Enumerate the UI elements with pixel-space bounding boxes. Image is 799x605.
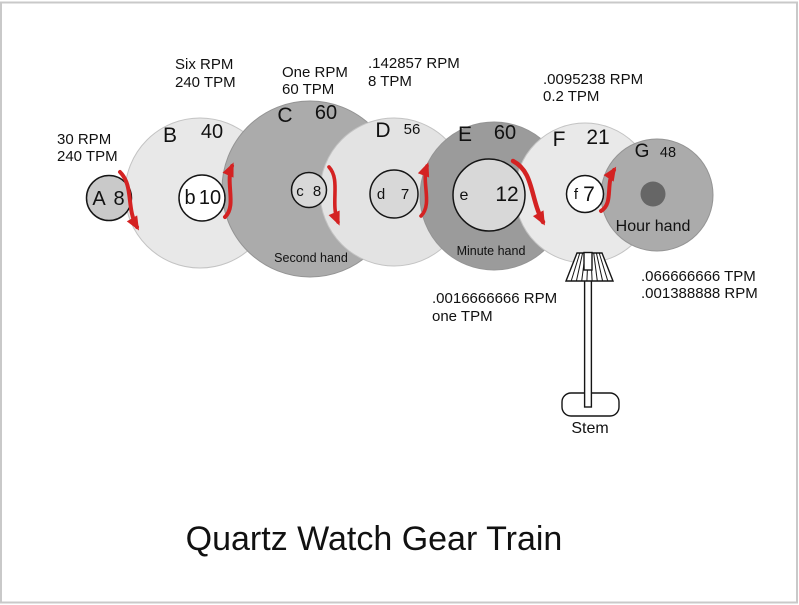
rotation-arrow-b-up: [222, 162, 234, 219]
pinion-d-label: d: [377, 186, 385, 203]
pinions: [178, 158, 666, 232]
speed-line: 0.2 TPM: [543, 88, 599, 105]
pinion-c-teeth: 8: [313, 183, 321, 200]
gear-G-teeth: 48: [660, 145, 676, 161]
gear-G-hub: [640, 181, 666, 207]
minute-hand-label: Minute hand: [457, 244, 526, 258]
speed-line: 30 RPM: [57, 131, 111, 148]
stem-shaft: [583, 262, 593, 408]
gear-F-teeth: 21: [586, 126, 609, 149]
speed-label-gear-A: 30 RPM 240 TPM: [57, 131, 118, 165]
pinion-b-label: b: [184, 187, 195, 209]
speed-line: One RPM: [282, 64, 348, 81]
second-hand-label: Second hand: [274, 251, 348, 265]
speed-label-gear-D: .142857 RPM 8 TPM: [368, 55, 460, 90]
pinion-f-teeth: 7: [583, 183, 595, 206]
gear-E-teeth: 60: [494, 122, 516, 144]
pinion-f-label: f: [574, 186, 579, 203]
speed-line: 240 TPM: [175, 74, 236, 91]
pinion-e-teeth: 12: [495, 183, 518, 206]
rotation-arrow-e-down: [510, 158, 546, 226]
gear-C-label: C: [277, 104, 292, 127]
speed-line: .0095238 RPM: [543, 71, 643, 88]
gear-A-teeth: 8: [113, 188, 124, 210]
speed-line: .0016666666 RPM: [432, 290, 557, 307]
speed-label-gear-F: .0095238 RPM 0.2 TPM: [543, 71, 643, 105]
gear-labels: A 8 B 40 b 10 C 60 c 8 Second hand D 56 …: [92, 102, 690, 265]
pinion-b-teeth: 10: [199, 187, 221, 209]
pinion-e: [452, 158, 526, 232]
hour-hand-label: Hour hand: [616, 218, 691, 235]
rotation-arrow-A-down: [118, 170, 140, 231]
gear-F-label: F: [553, 128, 566, 151]
pinion-b: [178, 174, 226, 222]
crown-hatching: [570, 252, 609, 282]
gear-A-label: A: [92, 188, 106, 210]
speed-line: one TPM: [432, 308, 493, 325]
speed-line: 240 TPM: [57, 148, 118, 165]
rotation-arrows: [118, 158, 617, 231]
speed-label-gear-G: .066666666 TPM .001388888 RPM: [641, 268, 758, 302]
pinion-c: [290, 171, 328, 209]
speed-line: 60 TPM: [282, 81, 334, 98]
speed-label-gear-E: .0016666666 RPM one TPM: [432, 290, 557, 325]
stem-label: Stem: [571, 420, 608, 437]
speed-line: .142857 RPM: [368, 55, 460, 72]
gear-D-teeth: 56: [404, 121, 421, 138]
gear-D-label: D: [375, 119, 390, 142]
speed-label-gear-B: Six RPM 240 TPM: [175, 56, 236, 91]
stem-crown-notch: [583, 251, 593, 271]
pinion-d-teeth: 7: [401, 186, 409, 203]
pinion-c-label: c: [296, 183, 304, 200]
gear-E-label: E: [458, 123, 472, 146]
stem-assembly: Stem: [561, 251, 620, 437]
pinion-d: [369, 169, 419, 219]
pinion-f: [565, 174, 605, 214]
speed-annotations: 30 RPM 240 TPM Six RPM 240 TPM One RPM 6…: [57, 55, 758, 325]
rotation-arrow-f-up: [599, 166, 617, 213]
rotation-arrow-d-up: [417, 162, 430, 218]
gear-G-label: G: [635, 141, 650, 162]
speed-line: .001388888 RPM: [641, 285, 758, 302]
rotation-arrow-c-down: [327, 165, 340, 226]
speed-label-gear-C: One RPM 60 TPM: [282, 64, 348, 98]
speed-line: 8 TPM: [368, 73, 412, 90]
gear-B-teeth: 40: [201, 121, 223, 143]
diagram-title: Quartz Watch Gear Train: [186, 520, 563, 558]
speed-line: .066666666 TPM: [641, 268, 756, 285]
gear-B-label: B: [163, 124, 177, 147]
speed-line: Six RPM: [175, 56, 233, 73]
pinion-e-label: e: [460, 187, 469, 204]
gear-C-teeth: 60: [315, 102, 337, 124]
